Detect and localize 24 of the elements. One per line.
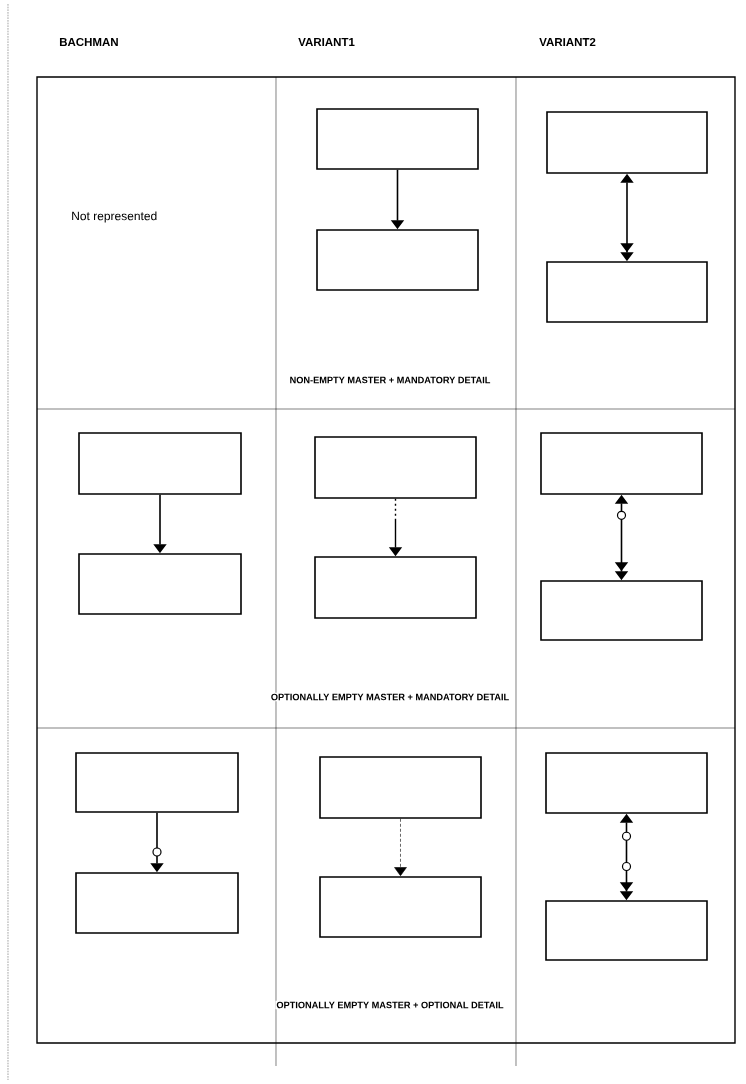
row-caption: NON-EMPTY MASTER + MANDATORY DETAIL: [288, 375, 492, 385]
entity-box: [314, 556, 477, 619]
row-caption: OPTIONALLY EMPTY MASTER + OPTIONAL DETAIL: [275, 1000, 505, 1010]
column-heading: VARIANT2: [538, 37, 597, 47]
entity-box: [319, 756, 482, 819]
entity-box: [546, 111, 708, 174]
entity-box: [545, 752, 708, 814]
entity-box: [540, 432, 703, 495]
entity-box: [78, 553, 242, 615]
entity-box: [316, 229, 479, 291]
entity-box: [75, 872, 239, 934]
column-heading: VARIANT1: [297, 37, 356, 47]
entity-box: [319, 876, 482, 938]
entity-box: [540, 580, 703, 641]
row-caption: OPTIONALLY EMPTY MASTER + MANDATORY DETAIL: [269, 692, 511, 702]
entity-box: [546, 261, 708, 323]
entity-box: [316, 108, 479, 170]
entity-box: [75, 752, 239, 813]
entity-box: [545, 900, 708, 961]
entity-box: [314, 436, 477, 499]
arrow: [394, 818, 407, 876]
column-heading: BACHMAN: [58, 36, 120, 48]
entity-box: [78, 432, 242, 495]
note-text: Not represented: [70, 210, 159, 224]
